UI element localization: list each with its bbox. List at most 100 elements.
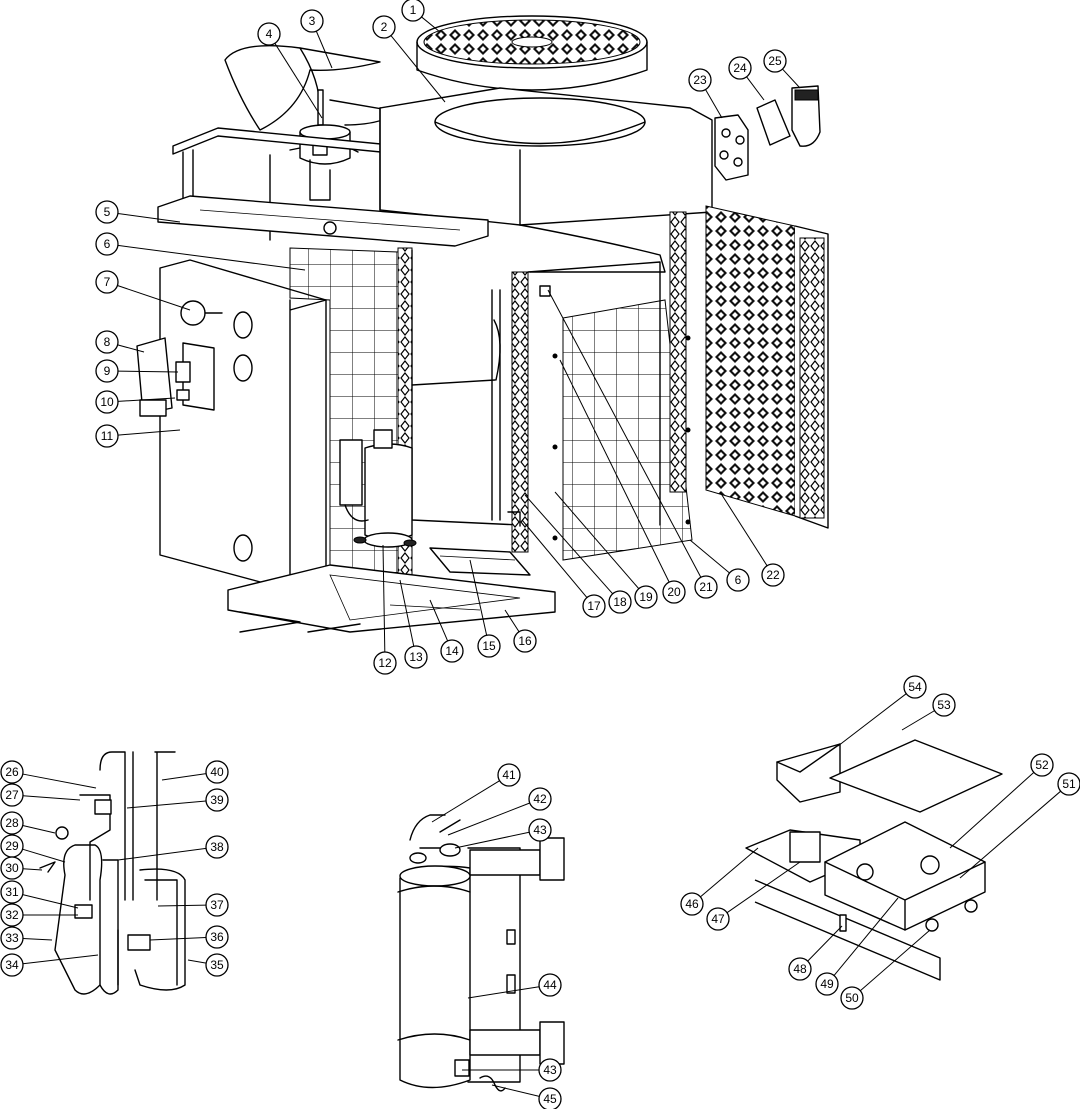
- callout-circle: [688, 68, 712, 92]
- callout-leader: [959, 790, 1061, 879]
- callout-leader: [726, 861, 801, 914]
- callout-leader: [149, 936, 207, 941]
- callout-number: 8: [104, 335, 111, 349]
- callout-circle: [0, 760, 24, 784]
- callout-circle: [528, 818, 552, 842]
- callout-leader: [521, 519, 588, 598]
- callout-number: 38: [210, 840, 224, 854]
- callout-number: 40: [210, 765, 224, 779]
- callout-number: 45: [543, 1092, 557, 1106]
- callout-circle: [932, 693, 956, 717]
- callout-leader: [22, 868, 43, 871]
- callout-c32: 32: [0, 903, 78, 927]
- callout-leader: [689, 539, 730, 574]
- callout-number: 30: [5, 861, 19, 875]
- callout-circle: [0, 880, 24, 904]
- callout-number: 22: [766, 568, 780, 582]
- callout-circle: [1030, 753, 1054, 777]
- callout-leader: [157, 904, 207, 907]
- callout-c6a: 6: [95, 232, 306, 271]
- callout-number: 3: [309, 14, 316, 28]
- callout-c27: 27: [0, 783, 81, 807]
- callout-c19: 19: [554, 491, 658, 609]
- callout-c6b: 6: [689, 539, 750, 592]
- callout-leader: [833, 897, 899, 976]
- callout-c38: 38: [117, 835, 229, 861]
- callout-number: 46: [685, 897, 699, 911]
- callout-circle: [0, 953, 24, 977]
- callout-c20: 20: [559, 359, 686, 604]
- callout-circle: [257, 22, 281, 46]
- callout-number: 50: [845, 991, 859, 1005]
- side-fittings: [714, 85, 821, 181]
- electrical-box-assembly: [745, 739, 1003, 981]
- callout-leader: [467, 986, 540, 999]
- callout-c14: 14: [429, 599, 464, 663]
- callout-c33: 33: [0, 926, 53, 950]
- callout-circle: [761, 563, 785, 587]
- callout-c24: 24: [728, 56, 765, 101]
- callout-number: 19: [639, 590, 653, 604]
- callout-leader: [187, 959, 207, 964]
- callout-c40: 40: [161, 760, 229, 784]
- callout-c28: 28: [0, 811, 56, 835]
- callout-circle: [205, 835, 229, 859]
- callout-number: 34: [5, 958, 19, 972]
- side-grille: [669, 205, 829, 529]
- callout-number: 41: [502, 768, 516, 782]
- callout-circle: [815, 972, 839, 996]
- callout-circle: [372, 15, 396, 39]
- callout-circle: [788, 957, 812, 981]
- callout-c15: 15: [469, 559, 501, 658]
- callout-number: 5: [104, 205, 111, 219]
- callout-number: 10: [100, 395, 114, 409]
- callout-circle: [513, 629, 537, 653]
- callout-circle: [95, 359, 119, 383]
- callout-circle: [205, 925, 229, 949]
- callout-leader: [719, 491, 768, 566]
- callout-leader: [746, 76, 765, 101]
- callout-leader: [504, 609, 520, 633]
- callout-c45: 45: [491, 1084, 562, 1109]
- callout-circle: [205, 953, 229, 977]
- callout-circle: [528, 787, 552, 811]
- callout-circle: [634, 585, 658, 609]
- callout-leader: [491, 1084, 540, 1097]
- callout-leader: [117, 212, 181, 223]
- callout-leader: [382, 544, 386, 653]
- callout-circle: [538, 1058, 562, 1082]
- callout-leader: [859, 929, 931, 992]
- callout-leader: [117, 429, 181, 436]
- callout-leader: [126, 800, 207, 809]
- callout-circle: [205, 760, 229, 784]
- evaporator-coil: [491, 261, 661, 553]
- callout-c17: 17: [521, 519, 606, 618]
- top-frame-base: [157, 195, 489, 247]
- callout-leader: [390, 35, 446, 103]
- callout-leader: [429, 599, 449, 642]
- callout-number: 13: [409, 650, 423, 664]
- callout-leader: [22, 795, 81, 801]
- callout-circle: [582, 594, 606, 618]
- callout-circle: [840, 986, 864, 1010]
- callout-c16: 16: [504, 609, 537, 653]
- callout-circle: [95, 200, 119, 224]
- callout-circle: [538, 1087, 562, 1109]
- callout-c46: 46: [680, 847, 759, 916]
- callout-number: 21: [699, 580, 713, 594]
- callout-number: 37: [210, 898, 224, 912]
- callout-leader: [700, 847, 759, 898]
- callout-leader: [554, 491, 640, 590]
- callout-number: 11: [101, 429, 114, 443]
- callout-number: 7: [104, 275, 111, 289]
- callout-c18: 18: [524, 494, 632, 614]
- callout-leader: [837, 693, 907, 747]
- callout-number: 23: [693, 73, 707, 87]
- callout-number: 6: [104, 237, 111, 251]
- base-pan: [227, 547, 556, 633]
- callout-number: 43: [533, 823, 547, 837]
- callout-c21: 21: [547, 289, 718, 599]
- callout-circle: [95, 424, 119, 448]
- callout-circle: [680, 892, 704, 916]
